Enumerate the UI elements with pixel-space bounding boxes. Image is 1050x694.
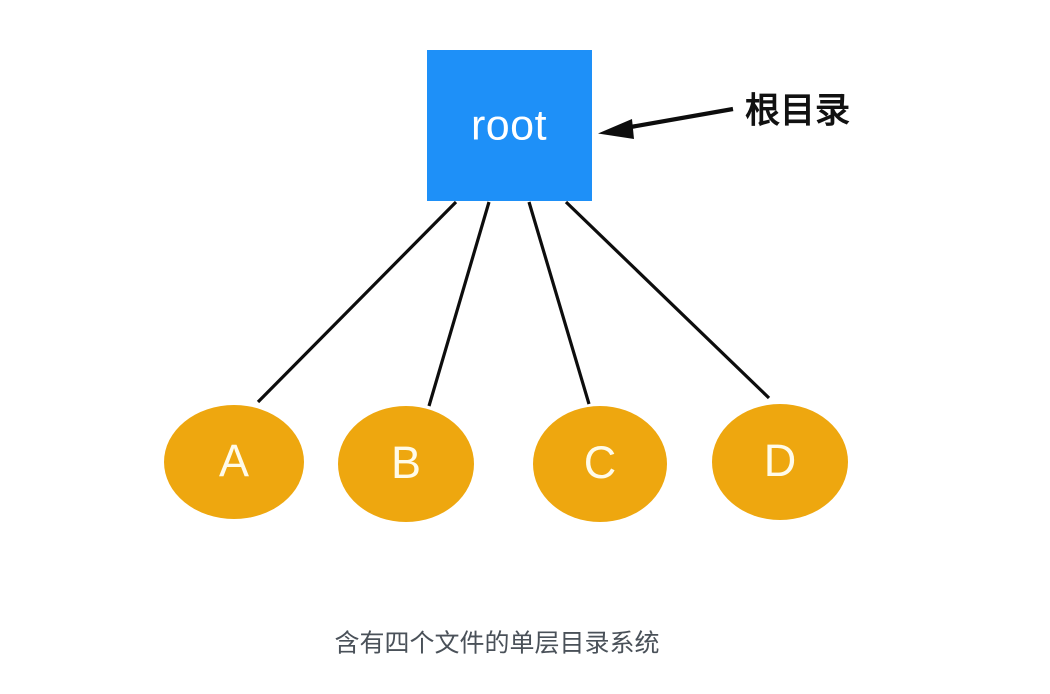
edge-root-to-d xyxy=(564,200,771,400)
edge-root-to-c xyxy=(527,201,591,405)
node-file-d[interactable]: D xyxy=(712,404,848,520)
root-node-label: root xyxy=(471,101,547,149)
file-d-label: D xyxy=(764,435,797,486)
file-b-label: B xyxy=(391,437,421,488)
root-box-shape xyxy=(427,50,592,201)
file-c-label: C xyxy=(584,437,617,488)
file-a-ellipse-shape xyxy=(164,405,304,519)
edge-root-to-b xyxy=(427,201,491,407)
annotation-arrow xyxy=(598,106,734,139)
edge-group xyxy=(256,200,771,407)
file-c-ellipse-shape xyxy=(533,406,667,522)
file-a-label: A xyxy=(219,435,249,486)
diagram-caption: 含有四个文件的单层目录系统 xyxy=(334,630,659,658)
node-file-c[interactable]: C xyxy=(533,406,667,522)
node-file-a[interactable]: A xyxy=(164,405,304,519)
node-root[interactable]: root xyxy=(427,50,592,201)
arrow-shaft-icon xyxy=(624,106,734,131)
file-d-ellipse-shape xyxy=(712,404,848,520)
file-b-ellipse-shape xyxy=(338,406,474,522)
node-file-b[interactable]: B xyxy=(338,406,474,522)
annotation-label: 根目录 xyxy=(745,91,850,130)
arrow-head-icon xyxy=(598,119,634,139)
edge-root-to-a xyxy=(256,200,458,404)
